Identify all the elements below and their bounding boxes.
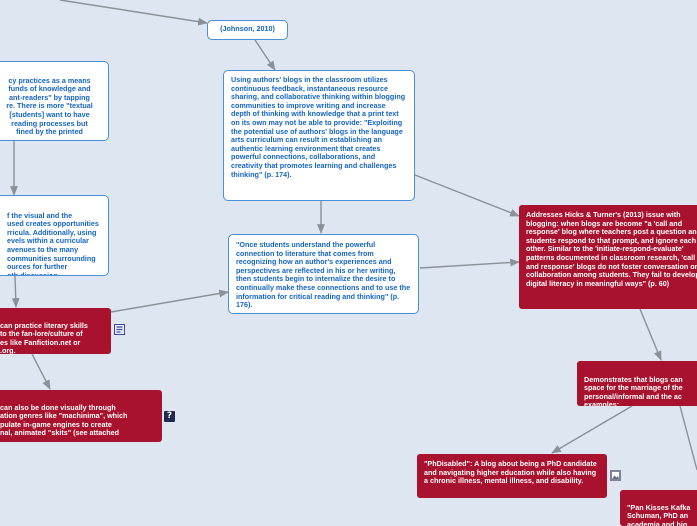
topic-fanfiction[interactable]: can practice literary skills to the fan-… bbox=[0, 308, 111, 354]
topic-literacy-practices[interactable]: cy practices as a means funds of knowled… bbox=[0, 61, 109, 141]
topic-label: (Johnson, 2010) bbox=[220, 24, 275, 33]
topic-label: cy practices as a means funds of knowled… bbox=[6, 75, 93, 137]
topic-label: Demonstrates that blogs can space for th… bbox=[584, 374, 683, 406]
topic-hicks-turner[interactable]: Addresses Hicks & Turner's (2013) issue … bbox=[519, 205, 697, 309]
topic-label: Addresses Hicks & Turner's (2013) issue … bbox=[526, 210, 697, 288]
topic-authors-blogs[interactable]: Using authors' blogs in the classroom ut… bbox=[223, 70, 415, 201]
topic-johnson-2010[interactable]: (Johnson, 2010) bbox=[207, 20, 288, 40]
topic-label: "PhDisabled": A blog about being a PhD c… bbox=[424, 459, 597, 486]
topic-visual-opportunities[interactable]: f the visual and the used creates opport… bbox=[0, 195, 109, 276]
connector-authors-blogs-to-hicks bbox=[414, 174, 520, 217]
image-icon[interactable] bbox=[610, 470, 621, 481]
connector-hicks-to-demonstrates bbox=[639, 308, 662, 361]
image-icon-glyph bbox=[611, 471, 620, 480]
topic-label: can also be done visually through ation … bbox=[0, 402, 128, 438]
connector-visual-to-fanfiction bbox=[11, 275, 20, 308]
notes-icon[interactable] bbox=[114, 324, 125, 335]
connector-demonstrates-to-pan-kisses bbox=[679, 405, 697, 471]
connector-top-to-johnson bbox=[59, 0, 208, 26]
topic-once-students[interactable]: "Once students understand the powerful c… bbox=[228, 234, 419, 314]
topic-label: "Pan Kisses Kafka Schuman, PhD an academ… bbox=[627, 502, 691, 526]
topic-label: can practice literary skills to the fan-… bbox=[0, 320, 88, 354]
connector-fanfiction-to-machinima bbox=[31, 353, 51, 390]
topic-phdisabled[interactable]: "PhDisabled": A blog about being a PhD c… bbox=[417, 454, 607, 498]
topic-machinima[interactable]: can also be done visually through ation … bbox=[0, 390, 162, 442]
topic-label: f the visual and the used creates opport… bbox=[7, 210, 99, 276]
notes-icon-glyph bbox=[116, 326, 123, 333]
connector-johnson-to-authors-blogs bbox=[254, 39, 276, 71]
question-mark-icon[interactable]: ? bbox=[164, 411, 175, 422]
topic-pan-kisses-kafka[interactable]: "Pan Kisses Kafka Schuman, PhD an academ… bbox=[620, 490, 697, 526]
topic-demonstrates-blogs[interactable]: Demonstrates that blogs can space for th… bbox=[577, 361, 697, 406]
topic-label: Using authors' blogs in the classroom ut… bbox=[231, 75, 406, 179]
connector-fanfiction-to-once-students bbox=[110, 289, 229, 313]
topic-label: "Once students understand the powerful c… bbox=[236, 240, 411, 310]
connector-once-students-to-hicks bbox=[419, 258, 520, 269]
connector-demonstrates-to-phdisabled bbox=[551, 405, 633, 454]
